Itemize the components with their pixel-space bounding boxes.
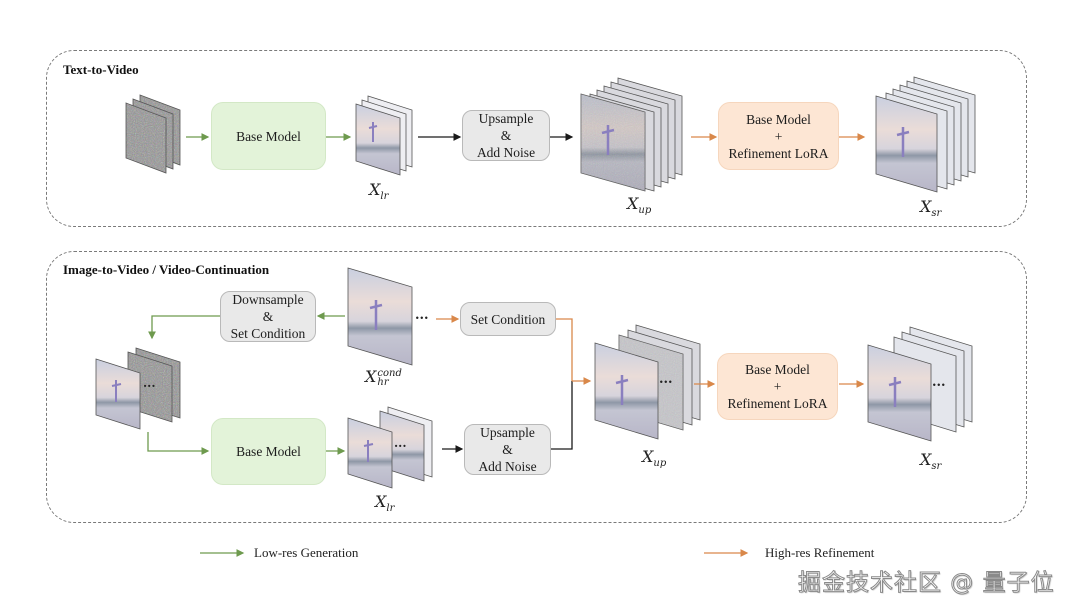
label-base: X (375, 492, 387, 511)
box-label: Base Model (236, 444, 301, 459)
t2v-upsample-add-noise-box: Upsample & Add Noise (462, 110, 550, 161)
t2v-refinement-lora-box: Base Model + Refinement LoRA (718, 102, 839, 170)
label-subscript: sr (931, 461, 942, 472)
i2v-upsampled-frame-stack (594, 324, 701, 440)
box-label: Add Noise (476, 145, 536, 160)
box-label: Base Model (745, 362, 810, 377)
label-x-sr: Xsr (920, 197, 941, 219)
image-to-video-title: Image-to-Video / Video-Continuation (63, 262, 270, 277)
box-label: & (500, 128, 512, 143)
label-base: X (369, 180, 381, 199)
label-x-lr-i2v: Xlr (375, 492, 394, 514)
box-label: Upsample (480, 425, 535, 440)
legend-high-res-label: High-res Refinement (765, 545, 875, 560)
image-to-video-panel (46, 251, 1027, 523)
set-condition-box: Set Condition (460, 302, 556, 336)
ellipsis: ... (932, 375, 946, 390)
box-label: Upsample (478, 111, 534, 126)
t2v-base-model-box: Base Model (211, 102, 326, 170)
superres-frame-stack (875, 76, 976, 193)
label-x-up: Xup (627, 194, 651, 216)
label-x-up-i2v: Xup (642, 447, 666, 469)
i2v-refinement-lora-box: Base Model + Refinement LoRA (717, 353, 838, 420)
text-to-video-panel (46, 50, 1027, 227)
box-label: Set Condition (470, 311, 546, 327)
label-subscript: sr (931, 208, 942, 219)
label-base: X (642, 447, 654, 466)
ellipsis: ... (659, 372, 673, 387)
box-label: + (774, 128, 783, 144)
lowres-output-frame-stack (347, 406, 433, 489)
box-label: Base Model (236, 128, 301, 144)
arrow-upsample-merge (551, 381, 573, 450)
label-subscript: lr (380, 191, 389, 202)
text-to-video-title: Text-to-Video (63, 62, 139, 77)
watermark: 掘金技术社区 @ 量子位 (798, 570, 1055, 597)
upsampled-noisy-frame-stack (580, 77, 683, 192)
noise-frame-stack (125, 94, 181, 174)
label-superscript: cond (377, 367, 402, 379)
box-label: & (262, 309, 274, 324)
i2v-superres-frame-stack (867, 326, 973, 442)
box-label: & (502, 442, 513, 457)
label-subscript: up (638, 205, 652, 216)
box-label: + (773, 379, 782, 394)
conditioned-noise-frame-stack (95, 347, 181, 430)
label-subscript: up (653, 458, 667, 469)
label-base: X (920, 450, 932, 469)
box-label: Refinement LoRA (728, 145, 829, 161)
ellipsis: ... (394, 436, 407, 450)
label-subscript: hr (377, 376, 389, 388)
arrow-downsample-to-stack (148, 315, 220, 340)
label-x-sr-i2v: Xsr (920, 450, 941, 472)
label-base: X (920, 197, 932, 216)
i2v-upsample-add-noise-box: Upsample & Add Noise (464, 424, 551, 475)
ellipsis: ... (143, 376, 156, 390)
box-label: Base Model (746, 111, 811, 127)
label-subscript: lr (386, 503, 395, 514)
box-label: Downsample (232, 292, 304, 307)
label-base: X (627, 194, 639, 213)
lowres-frame-stack (355, 95, 413, 176)
i2v-base-model-box: Base Model (211, 418, 326, 485)
arrow-setcond-merge (556, 318, 573, 381)
label-base: X (365, 367, 377, 386)
legend-low-res-label: Low-res Generation (254, 545, 359, 560)
hr-condition-frame (347, 267, 413, 366)
label-x-lr: Xlr (369, 180, 388, 202)
box-label: Add Noise (478, 459, 537, 474)
downsample-set-condition-box: Downsample & Set Condition (220, 291, 316, 342)
ellipsis: ... (415, 308, 429, 323)
arrow-stack-to-base (147, 432, 210, 455)
box-label: Set Condition (230, 326, 306, 341)
box-label: Refinement LoRA (727, 396, 828, 411)
